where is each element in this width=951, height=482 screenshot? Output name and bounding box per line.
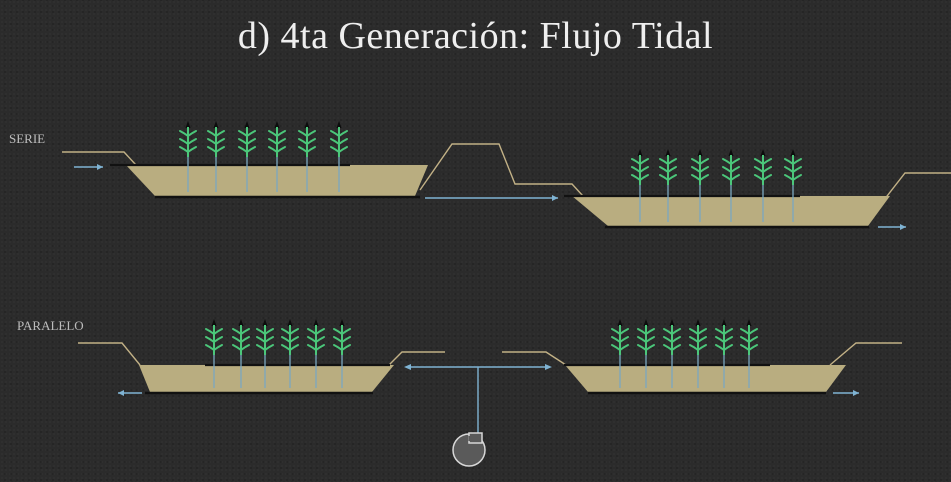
series-label: SERIE bbox=[9, 131, 46, 146]
parallel-label: PARALELO bbox=[17, 318, 84, 333]
terrain-center-left bbox=[387, 351, 445, 367]
wetland-cell bbox=[564, 149, 890, 229]
reed-plant-icon bbox=[784, 149, 802, 222]
wetland-cell bbox=[110, 121, 428, 199]
reed-plant-icon bbox=[179, 121, 197, 192]
terrain-right bbox=[879, 172, 951, 206]
reed-plant-icon bbox=[715, 319, 733, 388]
reed-plant-icon bbox=[659, 149, 677, 222]
reed-plant-icon bbox=[663, 319, 681, 388]
distribution-pipe bbox=[404, 364, 552, 438]
pump-icon bbox=[452, 432, 486, 467]
reed-plant-icon bbox=[268, 121, 286, 192]
substrate-bed bbox=[139, 365, 394, 392]
reed-plant-icon bbox=[307, 319, 325, 388]
reed-plant-icon bbox=[330, 121, 348, 192]
reed-plant-icon bbox=[232, 319, 250, 388]
reed-plant-icon bbox=[281, 319, 299, 388]
reed-plant-icon bbox=[689, 319, 707, 388]
parallel-configuration bbox=[78, 319, 902, 467]
substrate-bed bbox=[565, 365, 846, 392]
reed-plant-icon bbox=[256, 319, 274, 388]
reed-plant-icon bbox=[722, 149, 740, 222]
reed-plant-icon bbox=[207, 121, 225, 192]
reed-plant-icon bbox=[754, 149, 772, 222]
outflow-arrow-left bbox=[118, 390, 142, 396]
outflow-arrow-right bbox=[833, 390, 859, 396]
reed-plant-icon bbox=[631, 149, 649, 222]
reed-plant-icon bbox=[611, 319, 629, 388]
outflow-arrow bbox=[878, 224, 906, 230]
reed-plant-icon bbox=[205, 319, 223, 388]
terrain-left bbox=[62, 151, 137, 166]
terrain-right bbox=[829, 342, 902, 366]
reed-plant-icon bbox=[298, 121, 316, 192]
transfer-arrow bbox=[425, 195, 558, 201]
reed-plant-icon bbox=[238, 121, 256, 192]
reed-plant-icon bbox=[740, 319, 758, 388]
reed-plant-icon bbox=[333, 319, 351, 388]
terrain-left bbox=[78, 342, 141, 366]
terrain-middle bbox=[419, 143, 584, 197]
inflow-arrow bbox=[74, 164, 103, 170]
reed-plant-icon bbox=[691, 149, 709, 222]
reed-plant-icon bbox=[637, 319, 655, 388]
wetland-cell bbox=[139, 319, 394, 395]
series-configuration bbox=[62, 121, 951, 230]
terrain-center-right bbox=[502, 351, 567, 366]
wetland-cell bbox=[564, 319, 846, 395]
slide-title: d) 4ta Generación: Flujo Tidal bbox=[237, 15, 714, 57]
